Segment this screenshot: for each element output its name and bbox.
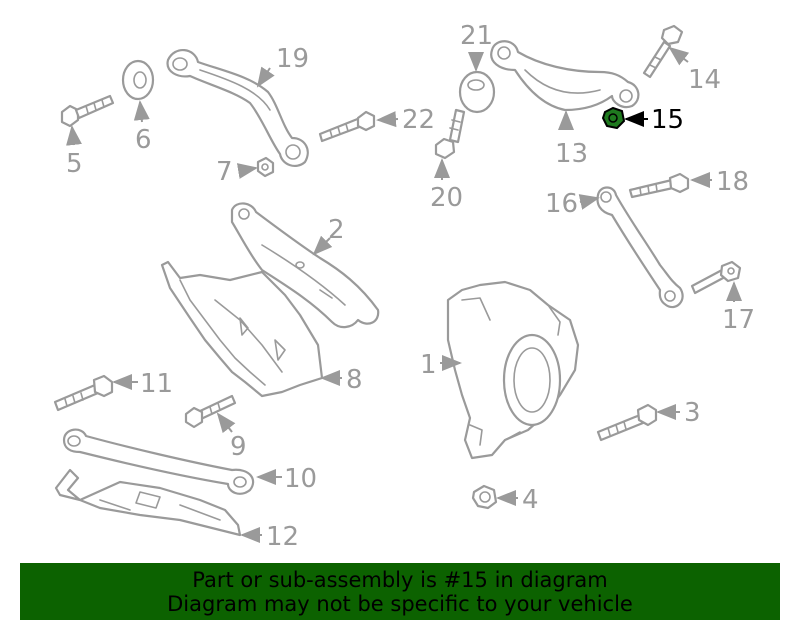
callout-6: 6 bbox=[135, 125, 152, 155]
part-21-washer bbox=[458, 70, 496, 114]
part-5-bolt bbox=[60, 94, 115, 128]
callout-11: 11 bbox=[140, 369, 173, 399]
part-15-nut bbox=[601, 106, 626, 130]
part-20-bolt bbox=[434, 108, 466, 160]
part-9-bolt bbox=[184, 394, 237, 429]
part-6-washer bbox=[121, 59, 155, 101]
callout-15: 15 bbox=[651, 105, 684, 135]
callout-labels: 5 6 7 19 22 21 20 13 14 15 18 16 17 2 8 … bbox=[66, 21, 755, 552]
part-18-bolt bbox=[628, 172, 690, 199]
part-16-link bbox=[596, 186, 684, 309]
leader-lines bbox=[66, 46, 742, 543]
part-19-control-arm bbox=[166, 49, 309, 167]
callout-7: 7 bbox=[216, 157, 233, 187]
callout-21: 21 bbox=[460, 21, 493, 51]
callout-4: 4 bbox=[522, 485, 539, 515]
part-11-bolt bbox=[53, 374, 114, 412]
info-banner: Part or sub-assembly is #15 in diagram D… bbox=[20, 563, 780, 620]
part-22-bolt bbox=[318, 110, 376, 143]
part-12-shield bbox=[54, 468, 242, 537]
banner-line-1: Part or sub-assembly is #15 in diagram bbox=[192, 567, 608, 592]
part-8-subframe bbox=[160, 260, 324, 398]
callout-1: 1 bbox=[420, 350, 437, 380]
callout-9: 9 bbox=[230, 432, 247, 462]
callout-20: 20 bbox=[430, 183, 463, 213]
part-4-nut bbox=[471, 484, 498, 510]
callout-19: 19 bbox=[276, 44, 309, 74]
part-17-bolt bbox=[690, 260, 742, 295]
callout-14: 14 bbox=[688, 65, 721, 95]
part-3-bolt bbox=[596, 403, 658, 442]
callout-13: 13 bbox=[555, 139, 588, 169]
callout-5: 5 bbox=[66, 149, 83, 179]
banner-line-2: Diagram may not be specific to your vehi… bbox=[167, 591, 633, 616]
callout-10: 10 bbox=[284, 464, 317, 494]
callout-18: 18 bbox=[716, 167, 749, 197]
callout-17: 17 bbox=[722, 305, 755, 335]
part-13-control-arm bbox=[490, 40, 640, 112]
callout-3: 3 bbox=[684, 398, 701, 428]
part-14-bolt bbox=[642, 24, 684, 79]
part-1-knuckle bbox=[446, 280, 580, 460]
callout-12: 12 bbox=[266, 522, 299, 552]
part-2-bracket bbox=[230, 202, 380, 329]
part-10-link bbox=[62, 428, 255, 495]
callout-8: 8 bbox=[346, 365, 363, 395]
callout-22: 22 bbox=[402, 105, 435, 135]
part-7-nut bbox=[256, 156, 275, 178]
parts-diagram: 5 6 7 19 22 21 20 13 14 15 18 16 17 2 8 … bbox=[53, 21, 755, 552]
callout-2: 2 bbox=[328, 215, 345, 245]
callout-16: 16 bbox=[545, 189, 578, 219]
